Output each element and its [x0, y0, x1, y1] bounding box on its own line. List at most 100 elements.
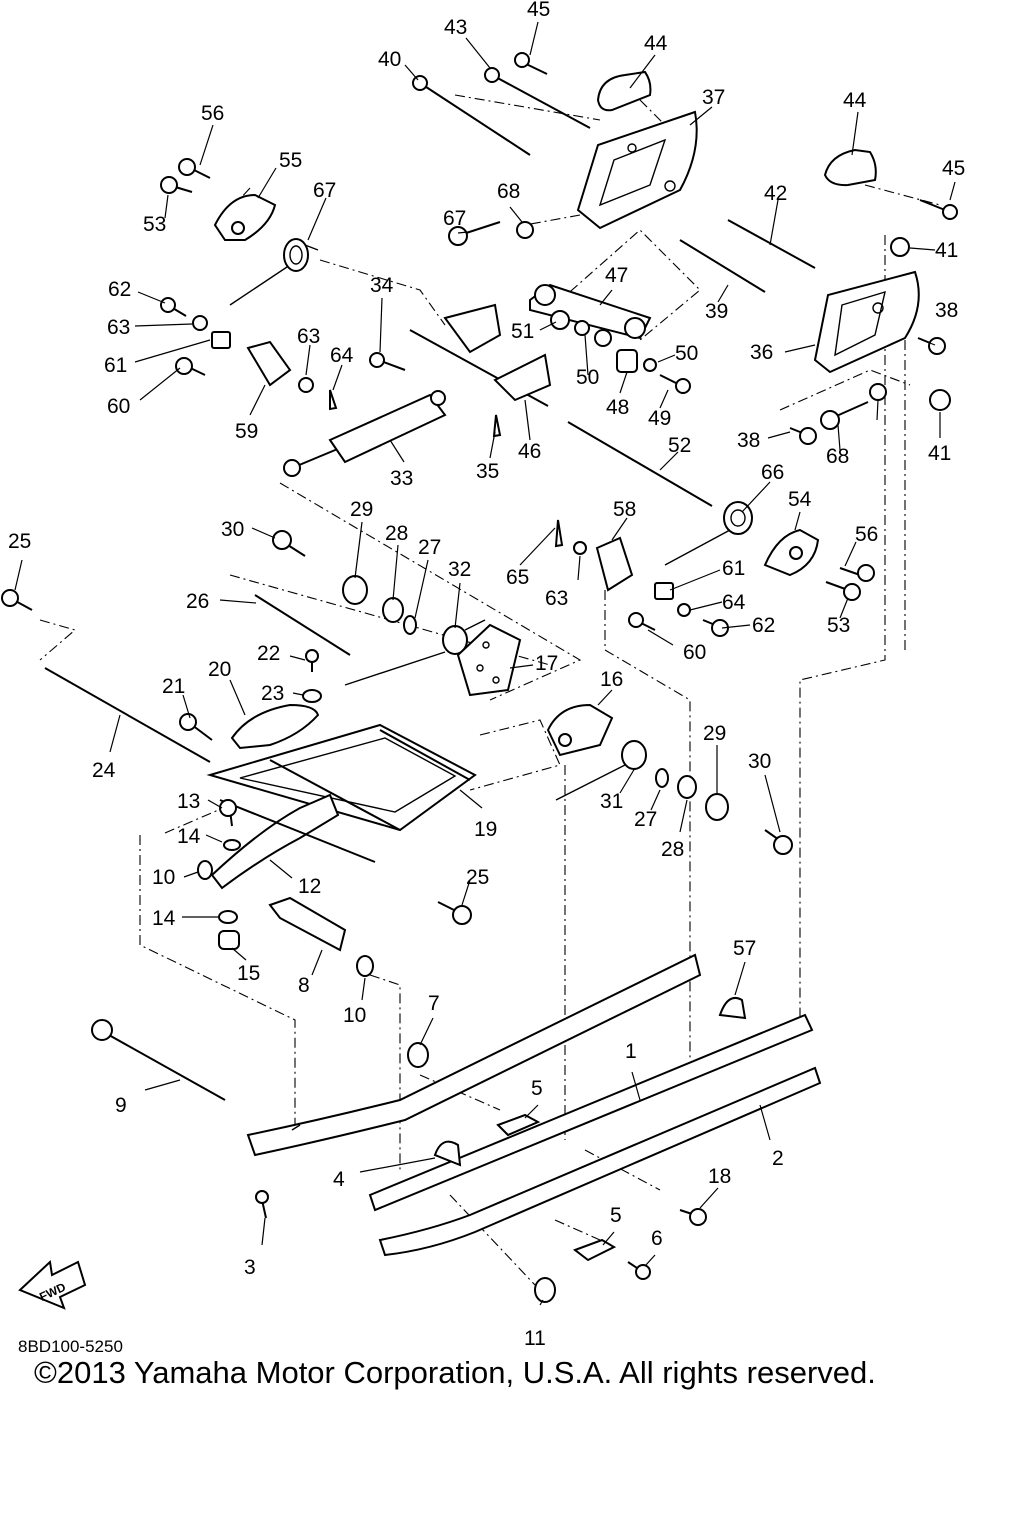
callout-32: 32 — [448, 558, 471, 581]
callout-50a: 50 — [675, 342, 698, 365]
bracket-16 — [546, 703, 614, 757]
callout-46: 46 — [518, 440, 541, 463]
callout-14b: 14 — [152, 907, 176, 930]
callout-25b: 25 — [466, 866, 489, 889]
callout-51: 51 — [511, 320, 534, 343]
callout-61b: 61 — [722, 557, 745, 580]
link-47 — [529, 283, 652, 347]
nut-41-top — [890, 237, 910, 257]
bolt-45-top — [514, 52, 548, 75]
pin-35 — [492, 414, 502, 438]
pad-44-right — [823, 148, 877, 187]
callout-38b: 38 — [737, 429, 760, 452]
washer-50-right — [643, 358, 657, 372]
washer-63-upper — [573, 541, 587, 555]
callout-23: 23 — [261, 682, 284, 705]
callout-45b: 45 — [942, 157, 965, 180]
bolt-22 — [305, 649, 319, 672]
callout-67a: 67 — [443, 207, 466, 230]
bolt-18 — [679, 1208, 707, 1226]
callout-1: 1 — [625, 1040, 637, 1063]
bolt-67-left — [448, 221, 501, 246]
callout-10a: 10 — [152, 866, 175, 889]
spacer-68-left — [516, 221, 534, 239]
callout-6: 6 — [651, 1227, 663, 1250]
bolt-25-mid — [437, 901, 472, 925]
plate-20 — [230, 703, 320, 750]
callout-38a: 38 — [935, 299, 958, 322]
callout-labels: 1 2 3 4 5 5 6 7 8 9 10 10 11 12 13 14 14… — [8, 0, 965, 1350]
leader-lines — [14, 21, 956, 1306]
plate-55 — [213, 193, 277, 241]
callout-15: 15 — [237, 962, 260, 985]
callout-55: 55 — [279, 149, 302, 172]
spring-66 — [229, 238, 319, 306]
callout-67b: 68 — [826, 445, 849, 468]
callout-3: 3 — [244, 1256, 256, 1279]
callout-26: 26 — [186, 590, 209, 613]
callout-39: 39 — [705, 300, 728, 323]
link-5-lower — [572, 1238, 617, 1262]
callout-13: 13 — [177, 790, 200, 813]
bolt-30-lower — [764, 829, 793, 855]
washer-27-lower — [655, 768, 669, 788]
bracket-36 — [813, 270, 920, 374]
washer-27-upper — [403, 615, 417, 635]
bolt-53-right — [825, 581, 861, 601]
bolt-67-right — [820, 401, 869, 430]
callout-62a: 62 — [108, 278, 131, 301]
bracket-37 — [576, 110, 698, 230]
spacer-11 — [534, 1277, 556, 1303]
plate-54 — [763, 528, 820, 577]
callout-63c: 63 — [545, 587, 568, 610]
washer-10-left — [197, 860, 213, 880]
callout-9: 9 — [115, 1094, 127, 1117]
callout-66: 67 — [313, 179, 336, 202]
callout-60b: 60 — [683, 641, 706, 664]
callout-48: 48 — [606, 396, 629, 419]
callout-34: 34 — [370, 274, 394, 297]
collar-61-left — [211, 331, 231, 349]
callout-40: 40 — [378, 48, 401, 71]
washer-63-mid — [298, 377, 314, 393]
washer-63-right — [677, 603, 691, 617]
bolt-6 — [627, 1261, 651, 1280]
callout-54: 54 — [788, 488, 812, 511]
swing-arm-12 — [210, 793, 376, 890]
callout-49: 49 — [648, 407, 671, 430]
callout-28b: 28 — [661, 838, 684, 861]
callout-60a: 60 — [107, 395, 130, 418]
callout-2: 2 — [772, 1147, 784, 1170]
shaft-42 — [727, 219, 816, 269]
bolt-56-right — [839, 564, 875, 582]
callout-43: 43 — [444, 16, 467, 39]
callout-64b: 65 — [506, 566, 529, 589]
callout-12: 12 — [298, 875, 321, 898]
callout-25a: 25 — [8, 530, 31, 553]
callout-31: 31 — [600, 790, 623, 813]
cap-4 — [433, 1140, 462, 1167]
parts — [1, 52, 958, 1303]
callout-4: 4 — [333, 1168, 345, 1191]
callout-59: 59 — [235, 420, 258, 443]
callout-44b: 44 — [843, 89, 867, 112]
bracket-58 — [595, 536, 634, 592]
shaft-24 — [44, 667, 211, 763]
pin-64-right — [554, 519, 564, 548]
callout-53b: 53 — [827, 614, 850, 637]
washer-63-left — [192, 315, 208, 331]
nut-41-bottom — [929, 389, 951, 411]
spring-31 — [555, 740, 647, 801]
spacer-7 — [407, 1042, 429, 1068]
callout-41b: 41 — [928, 442, 951, 465]
bracket-17 — [456, 623, 522, 697]
bolt-60-left — [175, 357, 206, 376]
callout-27b: 27 — [634, 808, 657, 831]
callout-30a: 30 — [221, 518, 244, 541]
bolt-13 — [219, 799, 237, 827]
bolt-49 — [659, 374, 691, 394]
callout-30b: 30 — [748, 750, 771, 773]
frame-19 — [206, 723, 477, 832]
callout-63d: 64 — [722, 591, 746, 614]
